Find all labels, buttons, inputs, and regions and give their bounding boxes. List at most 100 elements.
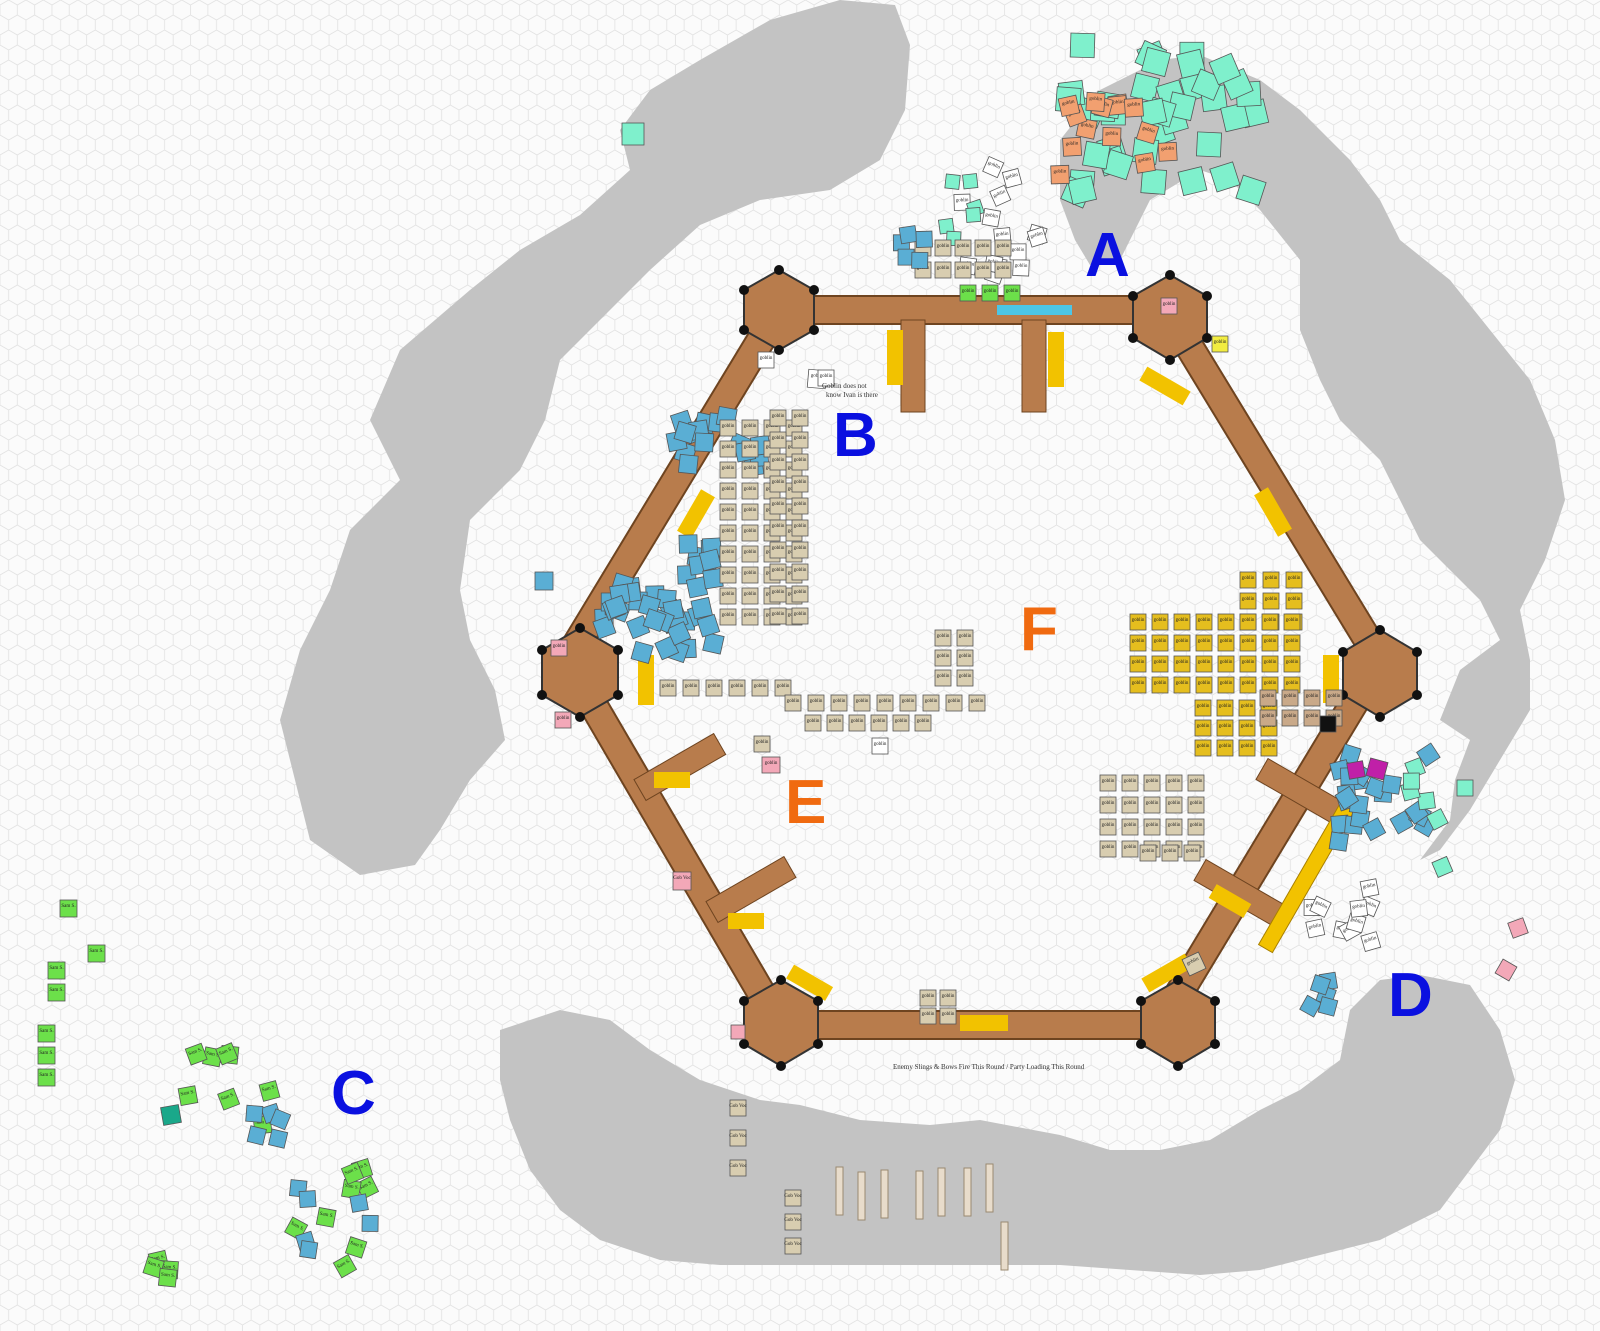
unit-counter[interactable]: Sam S. (47, 983, 66, 1002)
unit-counter[interactable]: goblin (1151, 676, 1169, 694)
unit-counter[interactable] (730, 1024, 746, 1040)
unit-counter[interactable]: goblin (1262, 592, 1280, 610)
unit-counter[interactable]: goblin (1121, 796, 1139, 814)
unit-counter[interactable] (962, 173, 979, 190)
unit-counter[interactable]: goblin (974, 261, 992, 279)
unit-counter[interactable] (915, 230, 933, 248)
unit-counter[interactable] (268, 1128, 289, 1149)
unit-counter[interactable]: Gob Voc (784, 1213, 803, 1231)
unit-counter[interactable]: goblin (1217, 676, 1235, 694)
unit-counter[interactable]: goblin (769, 409, 787, 427)
unit-counter[interactable] (1317, 996, 1339, 1017)
unit-counter[interactable]: goblin (554, 711, 572, 729)
unit-counter[interactable] (1417, 791, 1436, 811)
unit-counter[interactable]: Sam S. (37, 1046, 56, 1065)
unit-counter[interactable]: goblin (899, 694, 917, 712)
unit-counter[interactable]: goblin (1187, 774, 1205, 792)
unit-counter[interactable] (1309, 974, 1332, 996)
unit-counter[interactable]: goblin (1026, 226, 1048, 248)
unit-counter[interactable] (1334, 785, 1360, 811)
unit-counter[interactable] (673, 420, 697, 445)
unit-counter[interactable]: goblin (1099, 818, 1117, 836)
unit-counter[interactable]: goblin (1102, 127, 1122, 147)
unit-counter[interactable]: goblin (1121, 840, 1139, 858)
unit-counter[interactable] (1507, 917, 1529, 939)
unit-counter[interactable]: goblin (956, 669, 974, 687)
unit-counter[interactable]: goblin (1239, 634, 1257, 652)
unit-counter[interactable]: goblin (1195, 634, 1213, 652)
unit-counter[interactable]: goblin (1151, 655, 1169, 673)
unit-counter[interactable] (702, 632, 725, 655)
unit-counter[interactable]: Sam S. (344, 1236, 368, 1259)
unit-counter[interactable]: goblin (741, 419, 759, 437)
unit-counter[interactable] (1235, 174, 1267, 206)
unit-counter[interactable]: goblin (959, 284, 977, 302)
unit-counter[interactable]: goblin (719, 566, 737, 584)
unit-counter[interactable]: goblin (1173, 655, 1191, 673)
unit-counter[interactable]: goblin (1012, 259, 1030, 277)
unit-counter[interactable]: goblin (826, 714, 844, 732)
unit-counter[interactable] (1176, 48, 1207, 79)
unit-counter[interactable]: Gob Voc (729, 1099, 748, 1117)
unit-counter[interactable]: goblin (876, 694, 894, 712)
unit-counter[interactable]: goblin (1259, 689, 1277, 707)
unit-counter[interactable] (1140, 168, 1167, 195)
unit-counter[interactable] (698, 548, 722, 572)
unit-counter[interactable]: goblin (1160, 297, 1178, 315)
unit-counter[interactable]: Gob Voc (784, 1237, 803, 1255)
unit-counter[interactable]: goblin (774, 679, 792, 697)
unit-counter[interactable]: Gob Voc (729, 1129, 748, 1147)
unit-counter[interactable]: goblin (1359, 878, 1380, 898)
unit-counter[interactable]: goblin (1285, 592, 1303, 610)
unit-counter[interactable]: goblin (1238, 719, 1256, 737)
unit-counter[interactable]: goblin (1217, 655, 1235, 673)
unit-counter[interactable]: goblin (791, 431, 809, 449)
unit-counter[interactable]: goblin (791, 453, 809, 471)
unit-counter[interactable]: goblin (719, 524, 737, 542)
unit-counter[interactable] (630, 640, 654, 665)
unit-counter[interactable]: goblin (1121, 818, 1139, 836)
unit-counter[interactable]: goblin (1281, 689, 1299, 707)
unit-counter[interactable]: goblin (1194, 739, 1212, 757)
unit-counter[interactable]: goblin (791, 519, 809, 537)
unit-counter[interactable]: goblin (1001, 167, 1023, 189)
unit-counter[interactable]: Sam S. (184, 1042, 208, 1066)
unit-counter[interactable]: goblin (769, 541, 787, 559)
unit-counter[interactable]: goblin (892, 714, 910, 732)
unit-counter[interactable]: goblin (922, 694, 940, 712)
unit-counter[interactable]: goblin (934, 649, 952, 667)
unit-counter[interactable] (246, 1125, 267, 1146)
unit-counter[interactable]: goblin (974, 239, 992, 257)
unit-counter[interactable] (965, 207, 982, 223)
unit-counter[interactable]: goblin (1239, 655, 1257, 673)
unit-counter[interactable]: goblin (1135, 121, 1160, 145)
unit-counter[interactable]: goblin (989, 184, 1012, 207)
unit-counter[interactable] (1208, 52, 1242, 86)
unit-counter[interactable]: goblin (719, 503, 737, 521)
unit-counter[interactable]: Sam S. (215, 1042, 239, 1066)
unit-counter[interactable] (299, 1240, 319, 1260)
unit-counter[interactable]: goblin (1261, 634, 1279, 652)
unit-counter[interactable]: goblin (934, 669, 952, 687)
unit-counter[interactable]: goblin (934, 239, 952, 257)
unit-counter[interactable] (944, 173, 961, 190)
unit-counter[interactable]: goblin (981, 207, 1002, 228)
unit-counter[interactable] (1416, 742, 1441, 768)
unit-counter[interactable]: goblin (1303, 709, 1321, 727)
unit-counter[interactable] (1431, 855, 1454, 878)
unit-counter[interactable]: goblin (1129, 655, 1147, 673)
unit-counter[interactable]: goblin (804, 714, 822, 732)
unit-counter[interactable]: goblin (934, 629, 952, 647)
unit-counter[interactable]: goblin (741, 440, 759, 458)
unit-counter[interactable]: goblin (741, 608, 759, 626)
unit-counter[interactable] (1402, 772, 1420, 790)
unit-counter[interactable]: Sam S. (258, 1080, 281, 1102)
unit-counter[interactable]: Gob Voc (672, 871, 692, 891)
unit-counter[interactable]: goblin (914, 714, 932, 732)
unit-counter[interactable]: goblin (956, 649, 974, 667)
unit-counter[interactable] (298, 1190, 317, 1208)
unit-counter[interactable]: goblin (791, 497, 809, 515)
unit-counter[interactable] (1456, 779, 1474, 797)
unit-counter[interactable] (1328, 831, 1349, 852)
unit-counter[interactable]: goblin (954, 239, 972, 257)
